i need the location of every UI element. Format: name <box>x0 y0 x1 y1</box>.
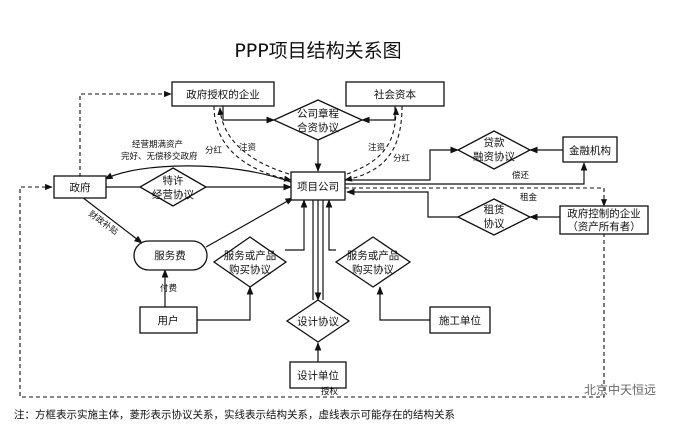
service-fee-pill <box>133 240 208 271</box>
edge-label-dividend-left: 分红 <box>205 145 223 156</box>
loan-label: 贷款 <box>484 136 505 149</box>
connectors <box>19 90 608 398</box>
franchise-label: 特许 <box>163 174 184 187</box>
lease-label: 租赁 <box>484 203 505 216</box>
gov-controlled-enterprise-box <box>559 205 649 235</box>
purchase-right-line2: 购买协议 <box>352 263 394 276</box>
edge-label-authorize: 授权 <box>321 386 339 397</box>
edge-label-inject-left: 注资 <box>239 142 257 153</box>
financial-institution-label: 金融机构 <box>569 144 611 157</box>
purchase-agreement-right-diamond <box>334 236 412 288</box>
edge-label-rent: 租金 <box>520 192 538 203</box>
legend-note: 注：方框表示实施主体，菱形表示协议关系，实线表示结构关系，虚线表示可能存在的结构… <box>14 408 455 421</box>
edge-label-expire-line2: 完好、无偿移交政府 <box>121 151 198 162</box>
project-company-label: 项目公司 <box>297 181 339 193</box>
asset-owner-label: （资产所有者） <box>567 220 641 233</box>
project-company-box <box>290 171 346 201</box>
diagram-title: PPP项目结构关系图 <box>234 40 401 62</box>
gov-authorized-enterprise-box <box>171 81 275 107</box>
user-label: 用户 <box>158 314 179 327</box>
purchase-left-line2: 购买协议 <box>229 263 271 276</box>
edge-label-dividend-right: 分红 <box>393 153 411 164</box>
financing-agreement-label: 融资协议 <box>473 150 515 163</box>
edge-label-pay-fee: 付费 <box>160 283 178 294</box>
gov-controlled-enterprise-label: 政府控制的企业 <box>567 207 641 220</box>
lease-agreement-diamond <box>456 198 532 236</box>
government-box <box>53 175 107 199</box>
edge-label-inject-right: 注资 <box>368 142 386 153</box>
loan-financing-agreement-diamond <box>456 130 532 170</box>
edge-label-expire-line1: 经营期满资产 <box>132 139 183 150</box>
social-capital-box <box>345 81 445 107</box>
charter-jv-agreement-diamond <box>272 99 364 141</box>
watermark: 北京中天恒远 <box>584 382 656 397</box>
user-box <box>139 306 198 334</box>
charter-label: 公司章程 <box>297 107 339 120</box>
government-label: 政府 <box>70 181 91 194</box>
operation-agreement-label: 经营协议 <box>152 188 194 201</box>
social-capital-label: 社会资本 <box>374 88 416 101</box>
financial-institution-box <box>562 136 618 163</box>
design-unit-box <box>289 361 347 389</box>
lease-agreement-label: 协议 <box>484 217 505 230</box>
jv-agreement-label: 合资协议 <box>297 121 339 134</box>
purchase-agreement-left-diamond <box>212 236 288 288</box>
service-fee-label: 服务费 <box>154 249 186 262</box>
construction-unit-box <box>429 306 491 334</box>
design-unit-label: 设计单位 <box>297 369 339 382</box>
gov-authorized-enterprise-label: 政府授权的企业 <box>186 88 260 101</box>
purchase-right-line1: 服务或产品 <box>347 249 400 262</box>
construction-unit-label: 施工单位 <box>439 314 481 327</box>
edge-label-repay: 偿还 <box>512 170 530 181</box>
franchise-agreement-diamond <box>138 167 208 207</box>
design-agreement-label: 设计协议 <box>297 315 339 328</box>
purchase-left-line1: 服务或产品 <box>224 249 277 262</box>
design-agreement-diamond <box>285 299 351 343</box>
